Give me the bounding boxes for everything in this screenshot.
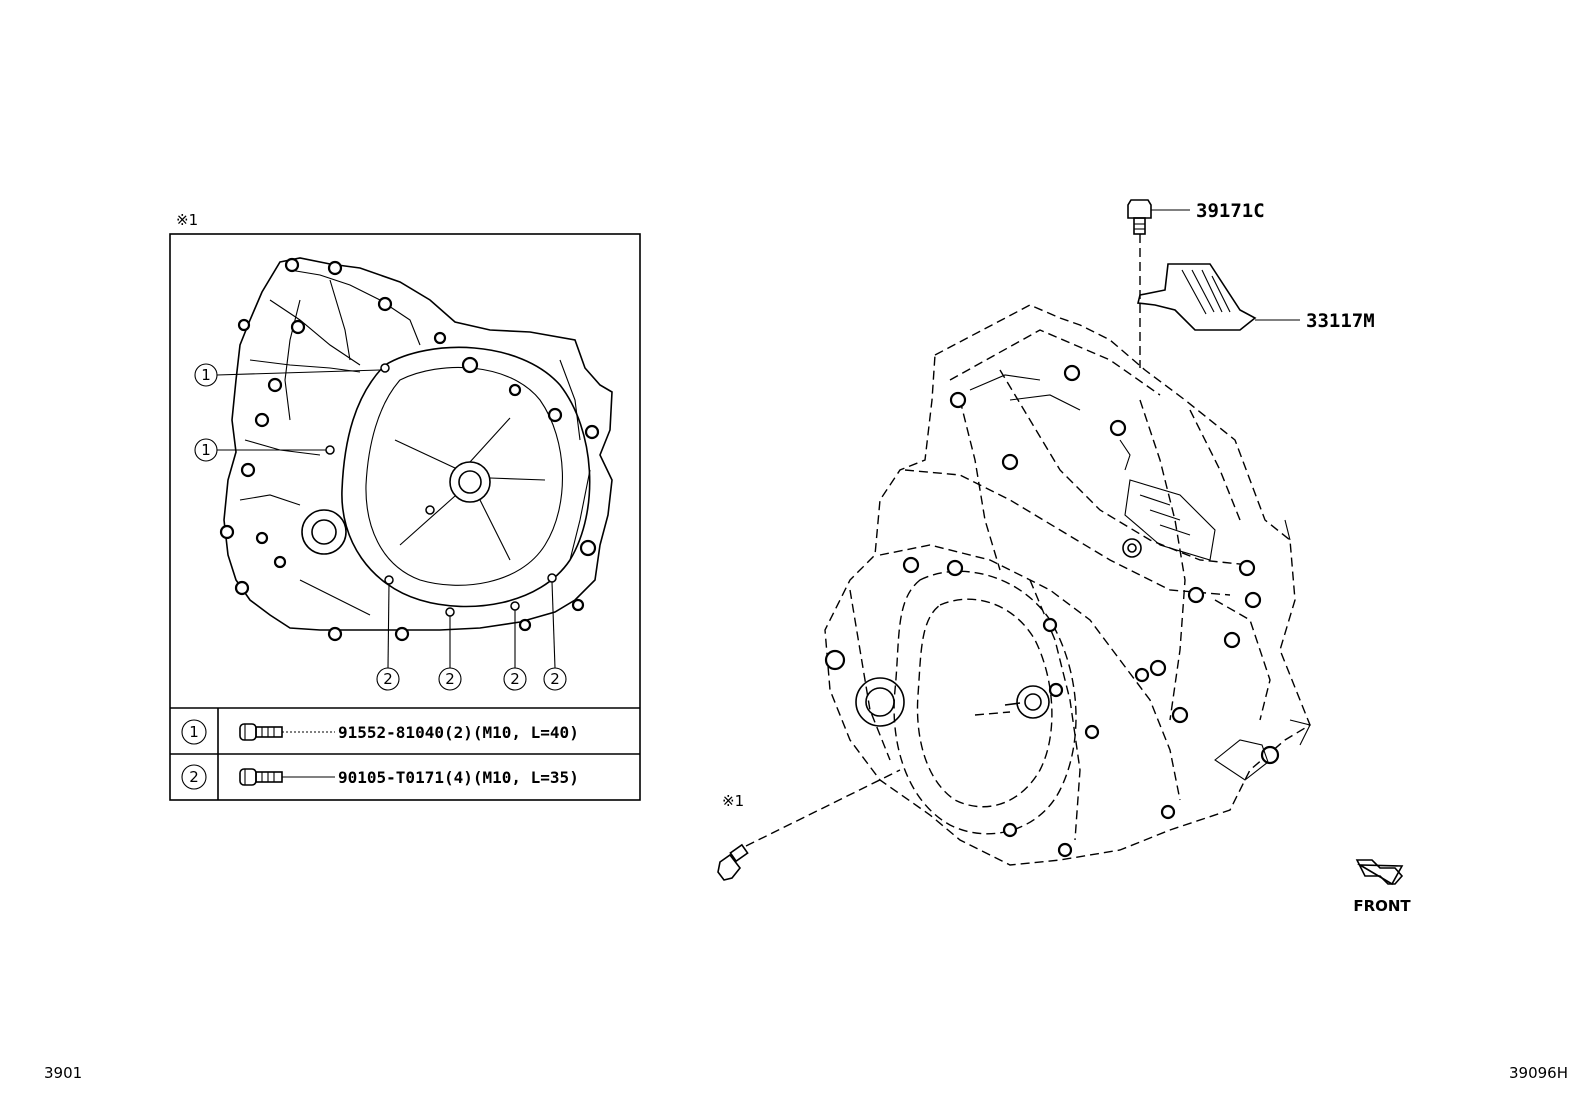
part-label-33117m: 33117M bbox=[1306, 310, 1375, 332]
part-label-39171c: 39171C bbox=[1196, 200, 1265, 222]
page-number-left: 3901 bbox=[44, 1064, 82, 1082]
front-arrow: FRONT bbox=[1353, 859, 1411, 915]
svg-text:1: 1 bbox=[201, 441, 211, 459]
svg-text:2: 2 bbox=[189, 768, 199, 786]
table-row: 2 90105-T0171(4)(M10, L=35) bbox=[181, 764, 579, 790]
inset-marker: ※1 bbox=[176, 211, 198, 229]
transmission-assembly bbox=[824, 304, 1311, 866]
svg-text:2: 2 bbox=[550, 670, 560, 688]
inset-frame bbox=[169, 233, 641, 801]
svg-text:1: 1 bbox=[189, 723, 199, 741]
svg-text:90105-T0171(4)(M10, L=35): 90105-T0171(4)(M10, L=35) bbox=[338, 768, 579, 787]
front-label: FRONT bbox=[1353, 897, 1411, 915]
callout-1-lower: 1 bbox=[194, 438, 326, 462]
svg-text:2: 2 bbox=[445, 670, 455, 688]
bracket-33117m: 33117M bbox=[1137, 263, 1375, 332]
callout-1-upper: 1 bbox=[194, 363, 381, 387]
svg-text:2: 2 bbox=[383, 670, 393, 688]
bolt-icon bbox=[239, 768, 283, 786]
case-front-view bbox=[219, 257, 613, 642]
table-row: 1 91552-81040(2)(M10, L=40) bbox=[181, 719, 579, 745]
bolt-marker-label: ※1 bbox=[722, 792, 744, 810]
svg-text:2: 2 bbox=[510, 670, 520, 688]
callout-2-group: 2 2 2 2 bbox=[376, 581, 567, 691]
inset-panel: ※1 bbox=[169, 211, 641, 801]
bolt-icon bbox=[239, 723, 283, 741]
page-number-right: 39096H bbox=[1509, 1064, 1568, 1082]
svg-text:91552-81040(2)(M10, L=40): 91552-81040(2)(M10, L=40) bbox=[338, 723, 579, 742]
bolt-39171c: 39171C bbox=[1127, 199, 1265, 235]
svg-text:1: 1 bbox=[201, 366, 211, 384]
bolt-marker-1: ※1 bbox=[717, 769, 901, 881]
